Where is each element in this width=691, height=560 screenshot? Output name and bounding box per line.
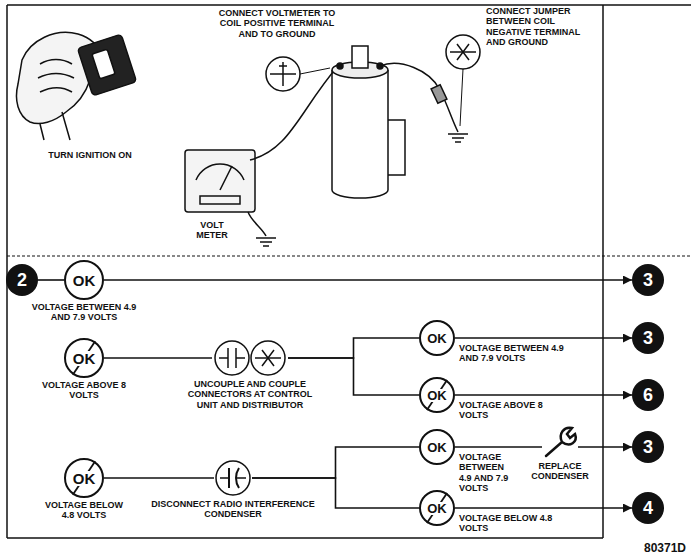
symbol-area xyxy=(214,459,252,497)
number-circle: 3 xyxy=(632,264,664,296)
step-number-text: 2 xyxy=(17,270,27,291)
step-number: 4 xyxy=(632,492,664,524)
result-circle: OKVOLTAGE BELOW 4.8 VOLTS xyxy=(419,490,455,526)
not-ok-circle: OK xyxy=(64,338,104,378)
flow-connector xyxy=(38,279,64,281)
result-caption: VOLTAGE ABOVE 8 VOLTS xyxy=(34,380,134,401)
figure-number: 80371D xyxy=(606,542,686,556)
result-caption: VOLTAGE BETWEEN 4.9 AND 7.9 VOLTS xyxy=(29,302,139,323)
flow-connector xyxy=(455,507,632,509)
action-step: UNCOUPLE AND COUPLE CONNECTORS AT CONTRO… xyxy=(212,339,288,377)
step-number-text: 3 xyxy=(643,270,653,291)
flow-connector xyxy=(455,446,542,448)
step-number: 3 xyxy=(632,264,664,296)
result-caption: VOLTAGE BELOW 4.8 VOLTS xyxy=(459,513,569,534)
result-text: OK xyxy=(426,332,448,345)
result-circle: OKVOLTAGE ABOVE 8 VOLTS xyxy=(419,377,455,413)
result-text: OK xyxy=(72,471,97,486)
flow-connector xyxy=(104,477,214,479)
action-caption: UNCOUPLE AND COUPLE CONNECTORS AT CONTRO… xyxy=(180,379,320,410)
step-number-text: 3 xyxy=(643,328,653,349)
result-text: OK xyxy=(426,389,448,402)
step-number: 6 xyxy=(632,379,664,411)
result-text: OK xyxy=(72,273,97,288)
step-number-text: 4 xyxy=(643,498,653,519)
result-caption: VOLTAGE ABOVE 8 VOLTS xyxy=(459,400,559,421)
flow-connector xyxy=(578,446,632,448)
step-number-text: 6 xyxy=(643,385,653,406)
flow-connector xyxy=(455,337,632,339)
action-step: DISCONNECT RADIO INTERFERENCE CONDENSER xyxy=(214,459,252,497)
action-caption: DISCONNECT RADIO INTERFERENCE CONDENSER xyxy=(148,499,318,520)
number-circle: 3 xyxy=(632,322,664,354)
ok-circle: OK xyxy=(419,320,455,356)
ok-circle: OK xyxy=(64,260,104,300)
flow-connector xyxy=(455,394,632,396)
flow-connector xyxy=(252,447,419,478)
number-circle: 3 xyxy=(632,431,664,463)
result-text: OK xyxy=(72,351,97,366)
number-circle: 2 xyxy=(6,264,38,296)
not-ok-circle: OK xyxy=(64,458,104,498)
result-caption: VOLTAGE BELOW 4.8 VOLTS xyxy=(44,500,124,521)
instruction-label: TURN IGNITION ON xyxy=(40,150,140,160)
flow-connector xyxy=(104,279,632,281)
result-circle: OKVOLTAGE ABOVE 8 VOLTS xyxy=(64,338,104,378)
result-circle: OKVOLTAGE BELOW 4.8 VOLTS xyxy=(64,458,104,498)
not-ok-circle: OK xyxy=(419,490,455,526)
number-circle: 4 xyxy=(632,492,664,524)
action-caption: REPLACE CONDENSER xyxy=(520,461,600,482)
result-caption: VOLTAGE BETWEEN 4.9 AND 7.9 VOLTS xyxy=(459,452,515,493)
action-step: REPLACE CONDENSER xyxy=(542,435,578,459)
result-circle: OKVOLTAGE BETWEEN 4.9 AND 7.9 VOLTS xyxy=(419,320,455,356)
flow-connector xyxy=(104,357,212,359)
step-number: 2 xyxy=(6,264,38,296)
symbol-area xyxy=(212,339,288,377)
not-ok-circle: OK xyxy=(419,377,455,413)
step-number: 3 xyxy=(632,322,664,354)
result-caption: VOLTAGE BETWEEN 4.9 AND 7.9 VOLTS xyxy=(459,343,569,364)
number-circle: 6 xyxy=(632,379,664,411)
flow-connector xyxy=(288,338,419,358)
symbol-area xyxy=(542,435,578,459)
result-text: OK xyxy=(426,441,448,454)
result-text: OK xyxy=(426,502,448,515)
instruction-label: CONNECT JUMPER BETWEEN COIL NEGATIVE TER… xyxy=(486,6,596,47)
step-number-text: 3 xyxy=(643,437,653,458)
result-circle: OKVOLTAGE BETWEEN 4.9 AND 7.9 VOLTS xyxy=(419,429,455,465)
instruction-label: VOLT METER xyxy=(190,220,234,241)
ok-circle: OK xyxy=(419,429,455,465)
result-circle: OKVOLTAGE BETWEEN 4.9 AND 7.9 VOLTS xyxy=(64,260,104,300)
instruction-label: CONNECT VOLTMETER TO COIL POSITIVE TERMI… xyxy=(212,8,342,39)
step-number: 3 xyxy=(632,431,664,463)
